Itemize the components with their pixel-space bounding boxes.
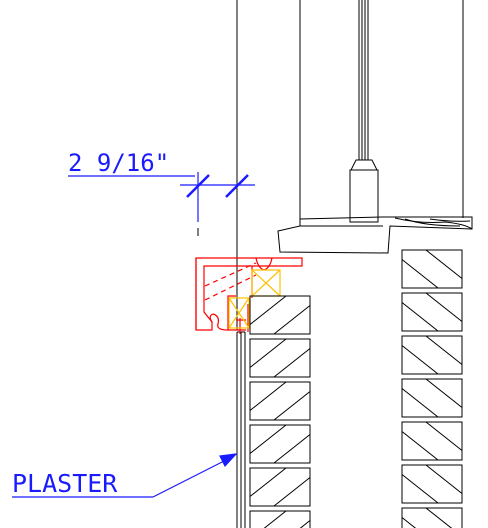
brick-unit [401, 378, 463, 418]
brick-unit [249, 381, 311, 421]
brick-unit [401, 421, 463, 461]
brick-unit [401, 249, 463, 289]
brick-unit [401, 335, 463, 375]
plaster-label: PLASTER [12, 469, 118, 498]
window-frame [195, 257, 303, 334]
brick-unit [401, 464, 463, 504]
brick-unit [401, 292, 463, 332]
brick-unit [249, 510, 311, 528]
vertical-rod [349, 0, 379, 223]
blocking [228, 269, 281, 329]
brick-unit [249, 295, 311, 335]
brick-unit [401, 507, 463, 528]
wall-lines [236, 0, 464, 330]
plaster-layer [236, 331, 246, 528]
dimension-marker [68, 172, 255, 222]
window-sill [277, 216, 473, 254]
dimension-label: 2 9/16" [68, 149, 169, 177]
brick-unit [249, 467, 311, 507]
brick-unit [249, 338, 311, 378]
plaster-callout [12, 453, 238, 498]
masonry-units [249, 249, 463, 528]
brick-unit [249, 424, 311, 464]
